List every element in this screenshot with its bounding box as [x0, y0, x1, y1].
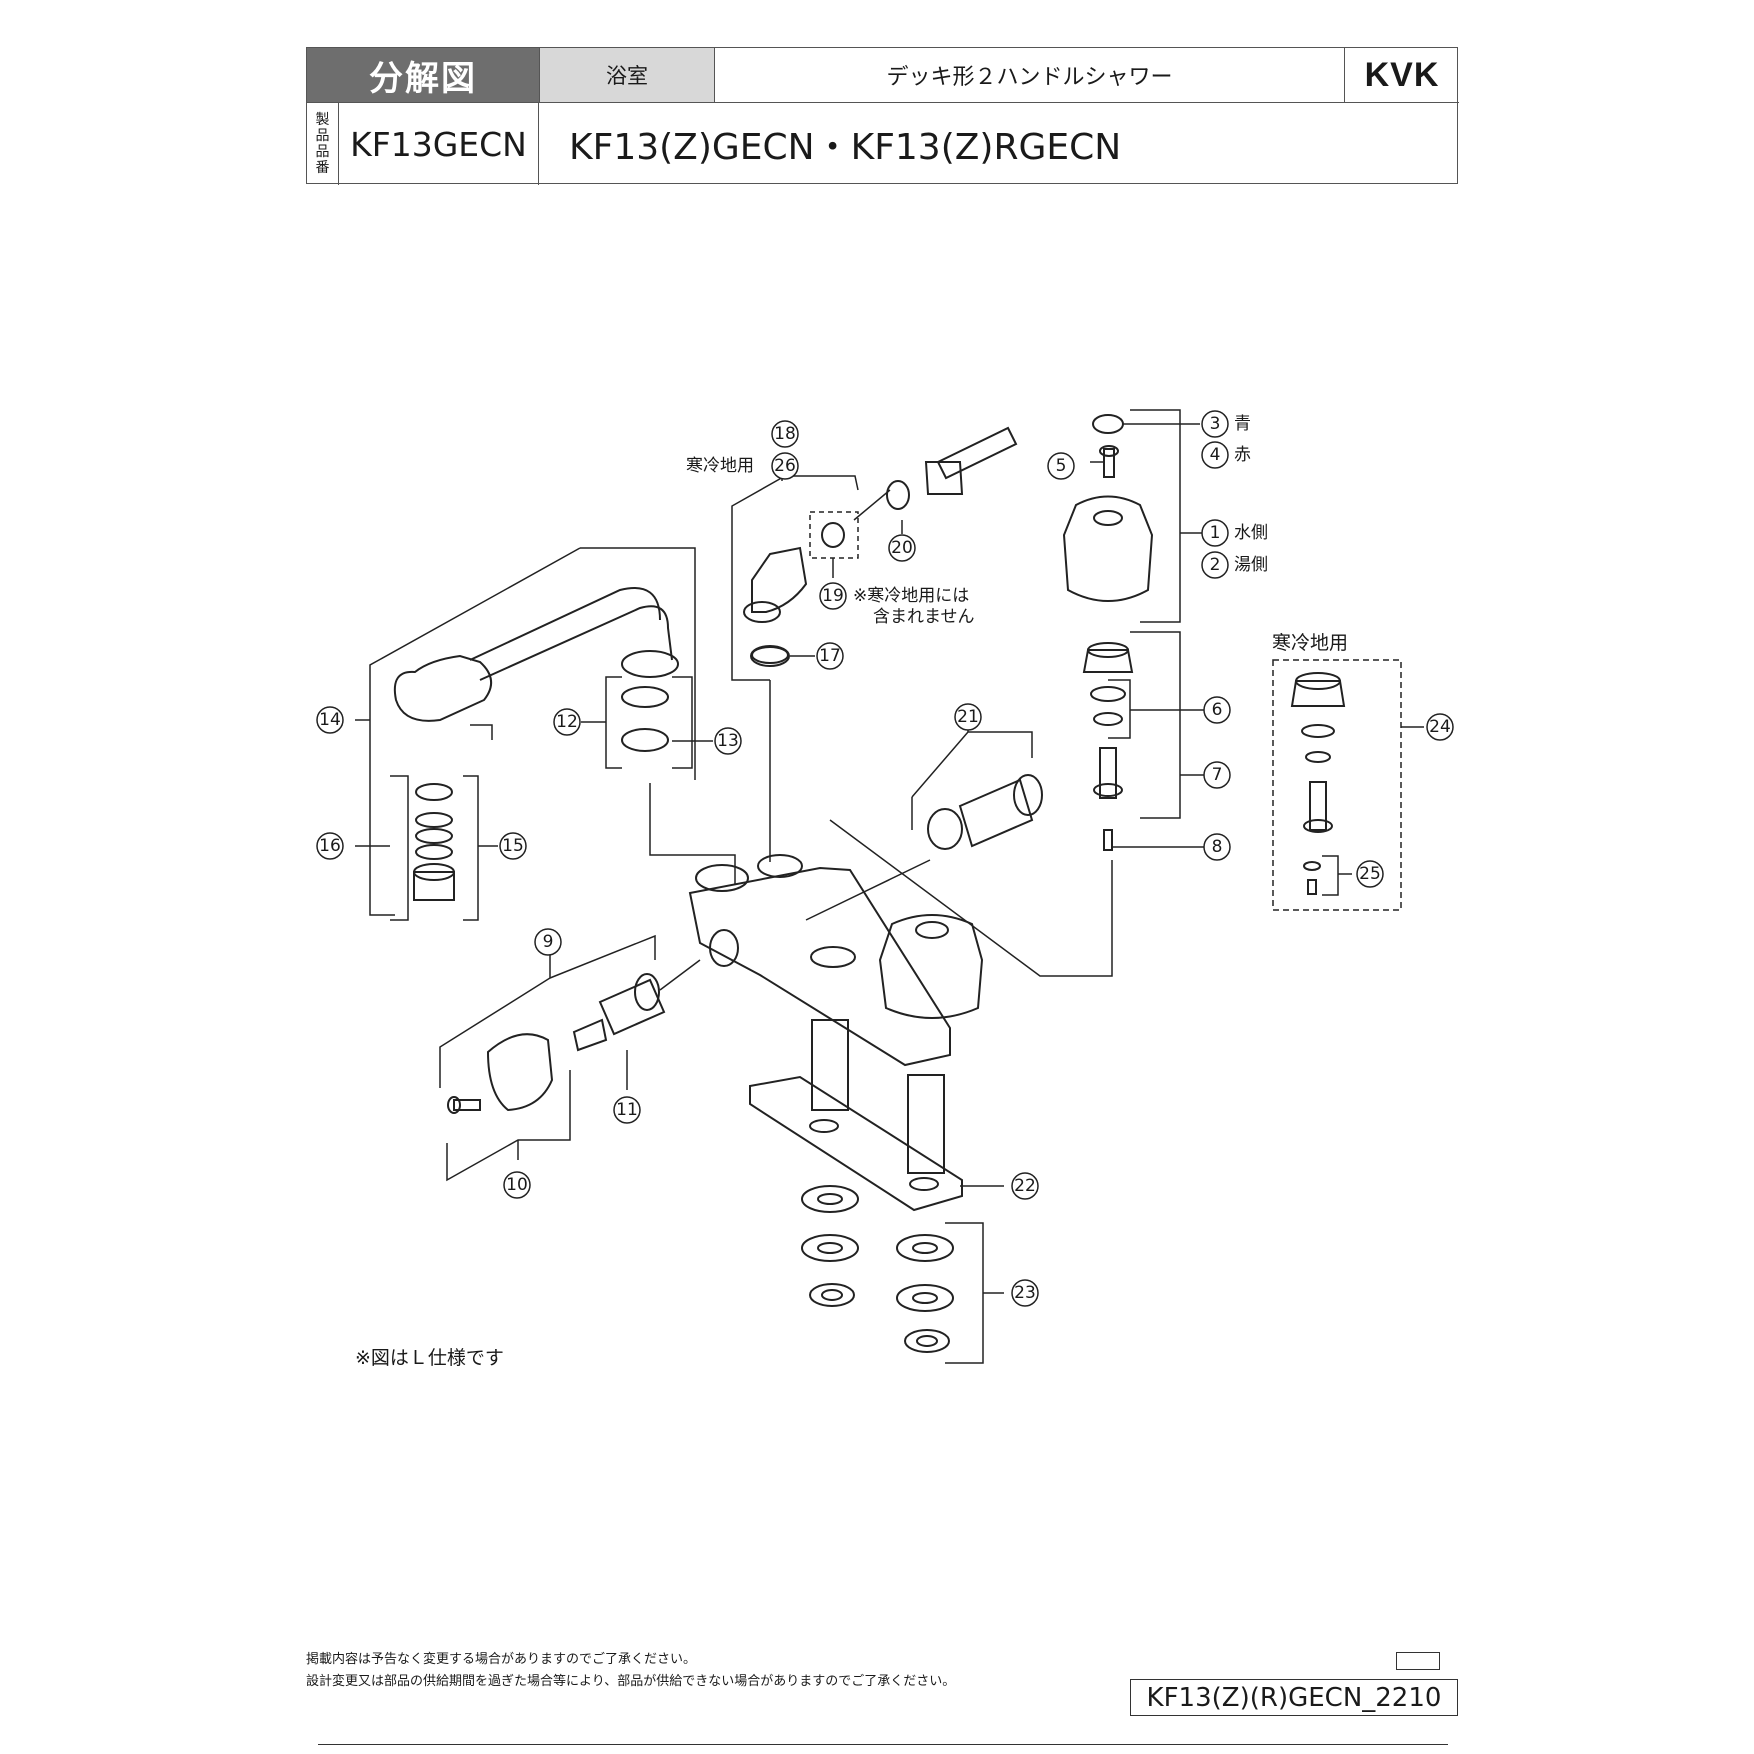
document-id: KF13(Z)(R)GECN_2210: [1130, 1679, 1458, 1716]
spec-note: ※図はＬ仕様です: [355, 1347, 504, 1369]
callout-14-circle: [316, 706, 344, 734]
callout-6-circle: [1203, 696, 1231, 724]
callout-19: 19: [822, 586, 844, 606]
label-water-side: 水側: [1234, 523, 1268, 543]
callout-7-circle: [1203, 761, 1231, 789]
callout-5-circle: [1047, 452, 1075, 480]
callout-25-circle: [1356, 860, 1384, 888]
callout-23: 23: [1014, 1283, 1036, 1303]
callout-18: 18: [774, 424, 796, 444]
callout-10-circle: [503, 1171, 531, 1199]
label-red: 赤: [1234, 445, 1251, 465]
callout-1-circle: [1201, 519, 1229, 547]
product-number: KF13GECN: [339, 103, 539, 185]
callout-11: 11: [616, 1100, 638, 1120]
callout-3: 3: [1210, 414, 1221, 434]
brand-logo: KVK: [1344, 48, 1459, 102]
label-blue: 青: [1234, 414, 1251, 434]
callout-22-circle: [1011, 1172, 1039, 1200]
callout-6: 6: [1212, 700, 1223, 720]
callout-20: 20: [891, 538, 913, 558]
callout-11-circle: [613, 1096, 641, 1124]
callout-18-circle: [771, 420, 799, 448]
callout-16-circle: [316, 832, 344, 860]
callout-15: 15: [502, 836, 524, 856]
callout-8-circle: [1203, 833, 1231, 861]
callout-9: 9: [543, 932, 554, 952]
callout-1: 1: [1210, 523, 1221, 543]
callout-24-circle: [1426, 713, 1454, 741]
callout-2: 2: [1210, 555, 1221, 575]
callout-20-circle: [888, 534, 916, 562]
callout-26: 26: [774, 456, 796, 476]
product-name: デッキ形２ハンドルシャワー: [714, 48, 1344, 102]
footer-disclaimer-1: 掲載内容は予告なく変更する場合がありますのでご了承ください。: [306, 1652, 697, 1667]
callout-23-circle: [1011, 1279, 1039, 1307]
label-cold-area-2: 寒冷地用: [1272, 632, 1348, 654]
label-not-included-2: 含まれません: [873, 607, 975, 627]
callout-9-circle: [534, 928, 562, 956]
label-not-included-1: ※寒冷地用には: [853, 586, 969, 606]
header-table: 分解図 浴室 デッキ形２ハンドルシャワー KVK 製 品 品 番 KF13GEC…: [306, 47, 1459, 185]
page-title: 分解図: [307, 48, 539, 102]
bottom-rule: [318, 1744, 1448, 1745]
callout-12: 12: [556, 712, 578, 732]
callout-13: 13: [717, 731, 739, 751]
callout-3-circle: [1201, 410, 1229, 438]
callout-13-circle: [714, 727, 742, 755]
page-mark: [1396, 1652, 1440, 1670]
callout-12-circle: [553, 708, 581, 736]
callout-17-circle: [816, 642, 844, 670]
callout-21: 21: [957, 707, 979, 727]
callout-10: 10: [506, 1175, 528, 1195]
model-list: KF13(Z)GECN・KF13(Z)RGECN: [569, 127, 1122, 168]
callout-8: 8: [1212, 837, 1223, 857]
callout-2-circle: [1201, 551, 1229, 579]
callout-26-circle: [771, 452, 799, 480]
callout-24: 24: [1429, 717, 1451, 737]
callout-19-circle: [819, 582, 847, 610]
footer-disclaimer-2: 設計変更又は部品の供給期間を過ぎた場合等により、部品が供給できない場合があります…: [306, 1674, 956, 1689]
callout-5: 5: [1056, 456, 1067, 476]
callout-14: 14: [319, 710, 341, 730]
label-hot-side: 湯側: [1234, 555, 1268, 575]
header-divider: [307, 102, 1459, 103]
callout-15-circle: [499, 832, 527, 860]
category-label: 浴室: [539, 48, 714, 102]
callout-21-circle: [954, 703, 982, 731]
callout-4: 4: [1210, 445, 1221, 465]
callout-16: 16: [319, 836, 341, 856]
product-number-label: 製 品 品 番: [307, 103, 339, 185]
callout-25: 25: [1359, 864, 1381, 884]
label-cold-area-1: 寒冷地用: [686, 456, 754, 476]
callout-4-circle: [1201, 441, 1229, 469]
callout-7: 7: [1212, 765, 1223, 785]
callout-22: 22: [1014, 1176, 1036, 1196]
callout-17: 17: [819, 646, 841, 666]
